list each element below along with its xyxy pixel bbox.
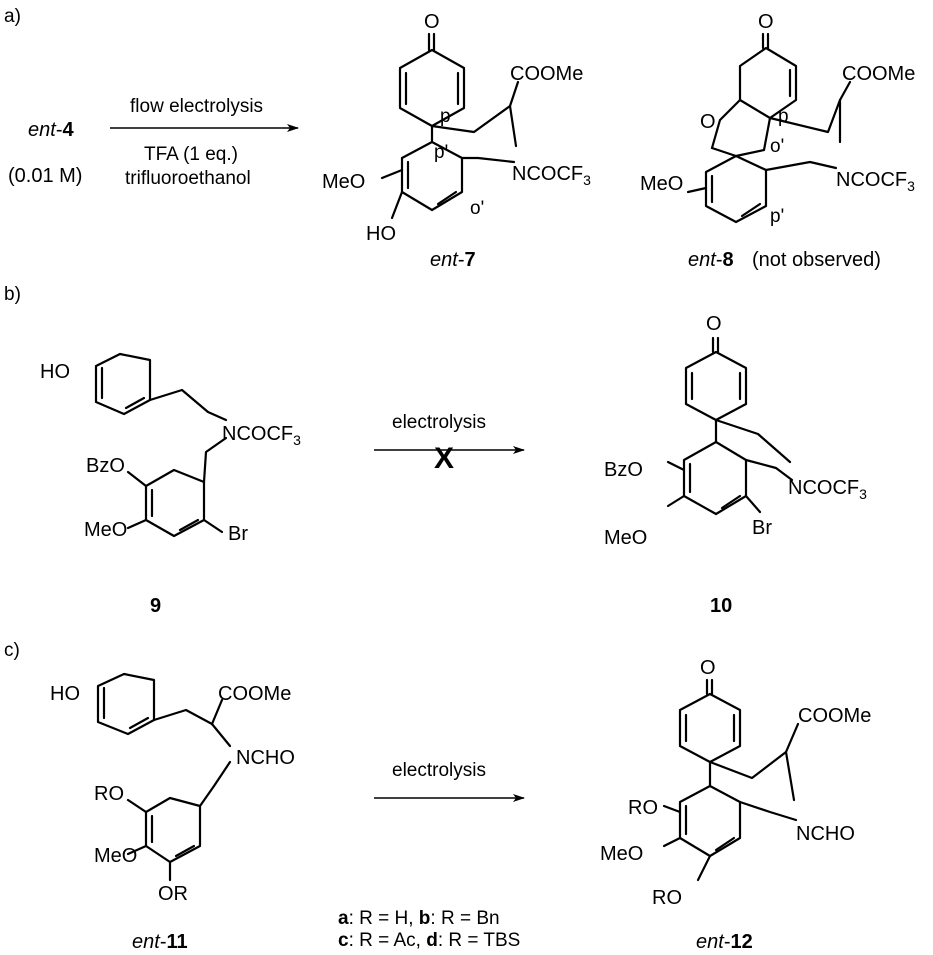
panel-c-label: c)	[4, 640, 20, 661]
ent-12-ester: COOMe	[798, 705, 871, 727]
compound-ent-12-label: ent-12	[696, 931, 753, 953]
ent-11-formamide: NCHO	[236, 747, 295, 769]
ent-7-position-p: p	[440, 106, 451, 127]
ent-8-furan-oxygen: O	[700, 111, 716, 133]
compound-9-amide: NCOCF3	[222, 423, 301, 448]
compound-10-bromo: Br	[752, 517, 772, 539]
compound-ent-7-label: ent-7	[430, 249, 476, 271]
structure-ent-8	[686, 32, 852, 224]
structure-9	[94, 352, 228, 538]
ent-11-hydroxy: HO	[50, 683, 80, 705]
reaction-conditions-flow-electrolysis: flow electrolysis	[130, 96, 263, 117]
start-compound-ent-4-label: ent-4	[28, 119, 74, 141]
ent-7-amide-group: NCOCF3	[512, 163, 591, 188]
compound-9-methoxy: MeO	[84, 519, 127, 541]
ent-12-ro-bottom: RO	[652, 887, 682, 909]
ent-7-position-o-prime: o'	[470, 198, 484, 219]
ent-7-hydroxy-group: HO	[366, 223, 396, 245]
blocked-reaction-x-mark: X	[434, 442, 454, 475]
reaction-conditions-electrolysis-c: electrolysis	[392, 760, 486, 781]
compound-10-amide: NCOCF3	[788, 477, 867, 502]
compound-9-benzoyloxy: BzO	[86, 455, 125, 477]
ent-8-ester-group: COOMe	[842, 63, 915, 85]
reagent-tfa: TFA (1 eq.)	[144, 144, 238, 165]
ent-8-methoxy-group: MeO	[640, 173, 683, 195]
compound-10-methoxy: MeO	[604, 527, 647, 549]
ent-11-ester: COOMe	[218, 683, 291, 705]
panel-b-label: b)	[4, 284, 21, 305]
compound-ent-11-label: ent-11	[132, 931, 188, 953]
structure-ent-12	[662, 678, 800, 882]
ent-12-formamide: NCHO	[796, 823, 855, 845]
structure-10	[666, 336, 794, 516]
concentration-label: (0.01 M)	[8, 165, 82, 187]
structure-ent-11	[96, 672, 232, 882]
panel-a-label: a)	[4, 6, 21, 27]
ent-8-ketone-oxygen: O	[758, 11, 774, 33]
ent-8-amide-group: NCOCF3	[836, 169, 915, 194]
compound-9-label: 9	[150, 595, 161, 617]
ent-8-position-p-prime: p'	[770, 206, 784, 227]
compound-10-ketone-oxygen: O	[706, 313, 722, 335]
ent-8-position-o-prime: o'	[770, 136, 784, 157]
r-group-variants-line-1: a: R = H, b: R = Bn	[338, 908, 500, 929]
solvent-trifluoroethanol: trifluoroethanol	[125, 168, 251, 189]
ent-12-ro-top: RO	[628, 797, 658, 819]
ent-8-position-p: p	[778, 106, 789, 127]
compound-ent-8-label: ent-8	[688, 249, 734, 271]
r-group-variants-line-2: c: R = Ac, d: R = TBS	[338, 930, 520, 951]
ent-7-ketone-oxygen: O	[424, 11, 440, 33]
ent-11-ro-top: RO	[94, 783, 124, 805]
ent-12-ketone-oxygen: O	[700, 657, 716, 679]
structure-ent-7	[380, 32, 520, 220]
compound-9-bromo: Br	[228, 523, 248, 545]
ent-7-ester-group: COOMe	[510, 63, 583, 85]
compound-10-label: 10	[710, 595, 732, 617]
compound-10-benzoyloxy: BzO	[604, 459, 643, 481]
ent-7-methoxy-group: MeO	[322, 171, 365, 193]
ent-11-methoxy: MeO	[94, 845, 137, 867]
compound-9-hydroxy: HO	[40, 361, 70, 383]
reaction-conditions-electrolysis-b: electrolysis	[392, 412, 486, 433]
ent-11-ro-bottom: OR	[158, 883, 188, 905]
ent-8-not-observed-note: (not observed)	[752, 249, 881, 271]
ent-12-methoxy: MeO	[600, 843, 643, 865]
ent-7-position-p-prime: p'	[434, 142, 448, 163]
